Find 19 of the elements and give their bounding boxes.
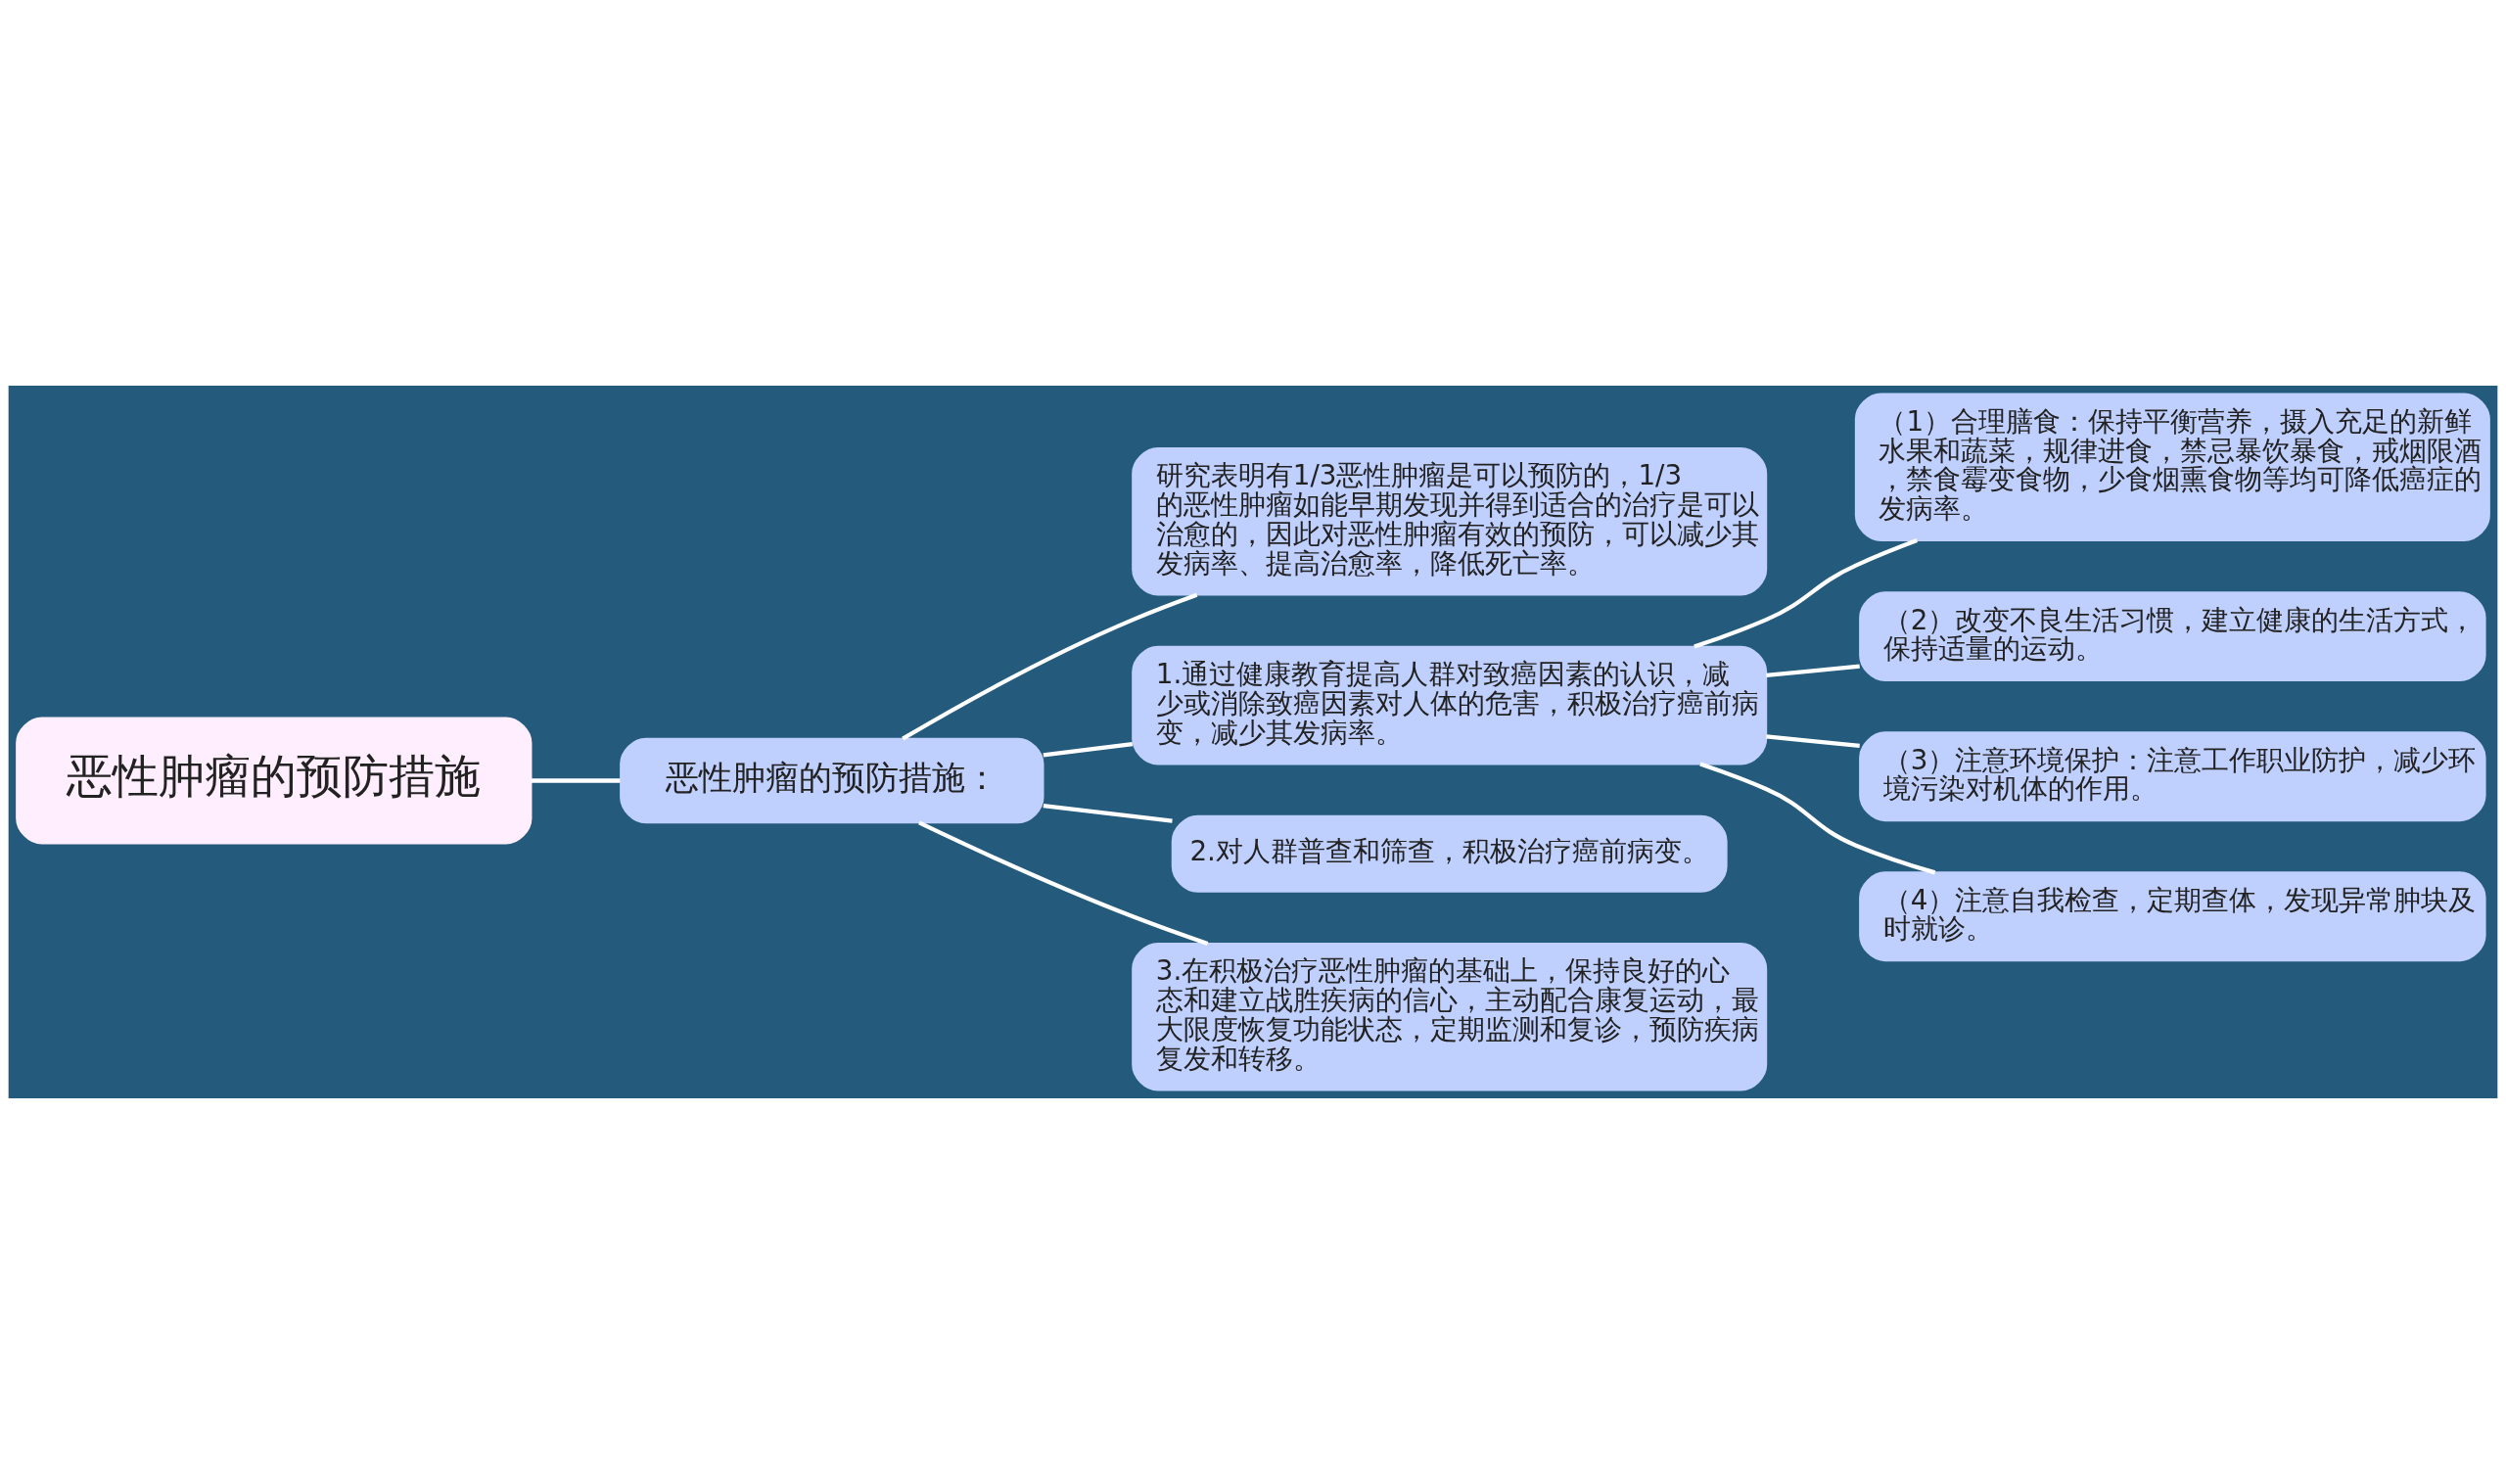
connector bbox=[902, 592, 1198, 741]
node-box: 1.通过健康教育提高人群对致癌因素的认识，减少或消除致癌因素对人体的危害，积极治疗癌前病变，减少其发病率。 bbox=[1132, 645, 1768, 765]
connector bbox=[1766, 734, 1860, 748]
connector bbox=[531, 778, 621, 783]
connector bbox=[1043, 741, 1134, 758]
node-box: （4）注意自我检查，定期查体，发现异常肿块及时就诊。 bbox=[1859, 871, 2486, 962]
node-box: 恶性肿瘤的预防措施： bbox=[620, 737, 1044, 824]
node-box: （3）注意环境保护：注意工作职业防护，减少环境污染对机体的作用。 bbox=[1859, 731, 2486, 822]
connector bbox=[1766, 664, 1860, 677]
connector bbox=[918, 820, 1209, 946]
node-box: 3.在积极治疗恶性肿瘤的基础上，保持良好的心态和建立战胜疾病的信心，主动配合康复运动，最大限度恢复功能状态，定期监测和复诊，预防疾病复发和转移。 bbox=[1132, 942, 1768, 1091]
connector bbox=[1043, 803, 1173, 823]
node-box: 恶性肿瘤的预防措施 bbox=[16, 717, 533, 845]
connector bbox=[1699, 762, 1936, 875]
node-box: 研究表明有1/3恶性肿瘤是可以预防的，1/3的恶性肿瘤如能早期发现并得到适合的治疗是可以治愈的，因此对恶性肿瘤有效的预防，可以减少其发病率、提高治愈率，降低死亡率。 bbox=[1132, 447, 1768, 596]
node-box: 2.对人群普查和筛查，积极治疗癌前病变。 bbox=[1171, 814, 1728, 893]
node-box: （2）改变不良生活习惯，建立健康的生活方式，保持适量的运动。 bbox=[1859, 591, 2486, 682]
node-box: （1）合理膳食：保持平衡营养，摄入充足的新鲜水果和蔬菜，规律进食，禁忌暴饮暴食，戒烟限酒，禁食霉变食物，少食烟熏食物等均可降低癌症的发病率。 bbox=[1854, 393, 2490, 542]
connector bbox=[1694, 538, 1918, 649]
